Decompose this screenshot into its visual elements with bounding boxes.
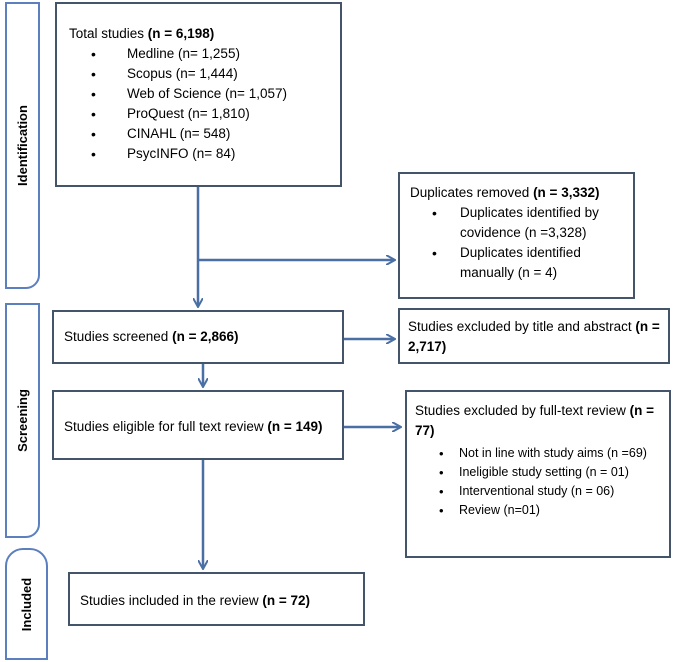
duplicates-label: Duplicates removed (410, 185, 534, 200)
database-source-item: Medline (n= 1,255) (69, 44, 332, 64)
excluded-full-text-count: (n = 77) (415, 403, 654, 438)
studies-included-count: (n = 72) (262, 593, 310, 608)
studies-included-box: Studies included in the review (n = 72) (68, 572, 365, 626)
excluded-title-abstract-label: Studies excluded by title and abstract (408, 319, 636, 334)
database-source-item: Scopus (n= 1,444) (69, 64, 332, 84)
duplicates-list: Duplicates identified by covidence (n =3… (410, 203, 625, 283)
database-source-item: PsycINFO (n= 84) (69, 144, 332, 164)
exclusion-reason-item: Review (n=01) (415, 501, 661, 520)
stage-identification: Identification (5, 2, 40, 289)
exclusion-reason-item: Ineligible study setting (n = 01) (415, 463, 661, 482)
duplicates-item: Duplicates identified manually (n = 4) (410, 243, 625, 283)
exclusion-reason-item: Interventional study (n = 06) (415, 482, 661, 501)
studies-included-text: Studies included in the review (n = 72) (80, 591, 355, 611)
duplicates-heading: Duplicates removed (n = 3,332) (410, 183, 625, 203)
stage-screening: Screening (5, 303, 40, 538)
eligible-full-text-box: Studies eligible for full text review (n… (52, 390, 344, 460)
total-studies-box: Total studies (n = 6,198) Medline (n= 1,… (55, 2, 342, 187)
studies-screened-text: Studies screened (n = 2,866) (64, 327, 334, 347)
exclusion-reason-list: Not in line with study aims (n =69) Inel… (415, 444, 661, 520)
excluded-full-text-label: Studies excluded by full-text review (415, 403, 630, 418)
excluded-title-abstract-text: Studies excluded by title and abstract (… (408, 317, 662, 357)
stage-included: Included (5, 548, 48, 660)
eligible-full-text-text: Studies eligible for full text review (n… (64, 417, 334, 437)
studies-included-label: Studies included in the review (80, 593, 263, 608)
excluded-full-text-box: Studies excluded by full-text review (n … (405, 390, 671, 558)
studies-screened-box: Studies screened (n = 2,866) (52, 310, 344, 364)
eligible-full-text-count: (n = 149) (267, 419, 323, 434)
database-source-item: Web of Science (n= 1,057) (69, 84, 332, 104)
duplicates-removed-box: Duplicates removed (n = 3,332) Duplicate… (398, 172, 635, 299)
excluded-title-abstract-count: (n = 2,717) (408, 319, 660, 354)
duplicates-item: Duplicates identified by covidence (n =3… (410, 203, 625, 243)
total-studies-count: (n = 6,198) (147, 26, 215, 41)
eligible-full-text-label: Studies eligible for full text review (64, 419, 268, 434)
database-source-item: CINAHL (n= 548) (69, 124, 332, 144)
excluded-full-text-heading: Studies excluded by full-text review (n … (415, 401, 661, 441)
total-studies-label: Total studies (69, 26, 148, 41)
total-studies-heading: Total studies (n = 6,198) (69, 24, 332, 44)
studies-screened-count: (n = 2,866) (172, 329, 239, 344)
excluded-title-abstract-box: Studies excluded by title and abstract (… (398, 308, 670, 364)
studies-screened-label: Studies screened (64, 329, 173, 344)
exclusion-reason-item: Not in line with study aims (n =69) (415, 444, 661, 463)
database-source-item: ProQuest (n= 1,810) (69, 104, 332, 124)
database-source-list: Medline (n= 1,255) Scopus (n= 1,444) Web… (69, 44, 332, 164)
duplicates-count: (n = 3,332) (533, 185, 600, 200)
